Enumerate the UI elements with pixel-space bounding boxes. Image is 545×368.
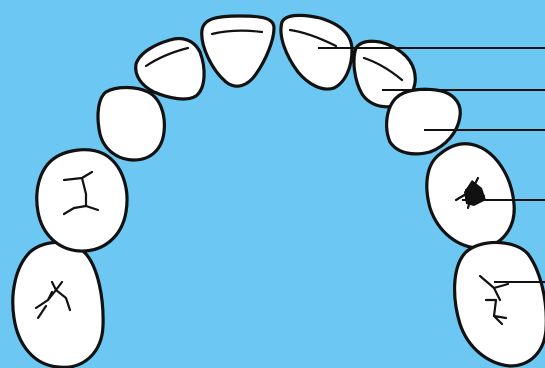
- tooth-left-second-molar: [13, 242, 103, 367]
- tooth-right-second-molar: [455, 242, 545, 366]
- tooth-right-central-incisor: [281, 15, 352, 89]
- tooth-left-canine: [98, 88, 164, 161]
- tooth-right-canine: [387, 89, 461, 154]
- tooth-left-first-molar: [37, 150, 127, 251]
- tooth-right-first-molar: [427, 144, 514, 248]
- tooth-left-central-incisor: [202, 16, 274, 86]
